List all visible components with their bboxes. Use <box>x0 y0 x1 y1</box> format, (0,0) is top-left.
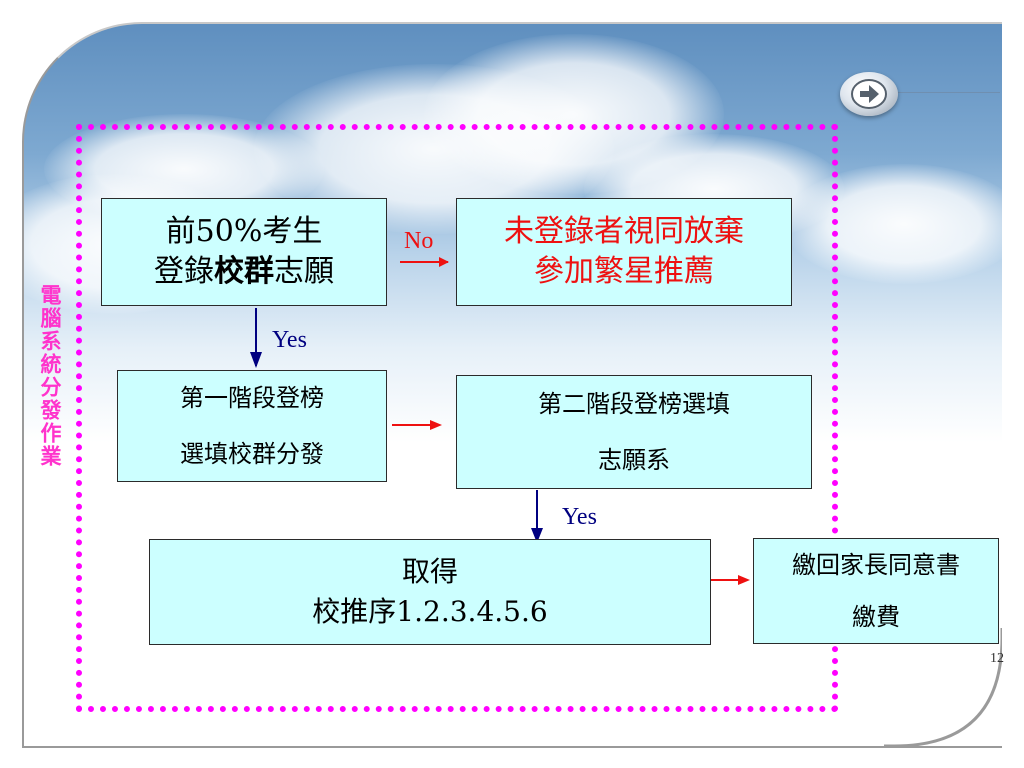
box-line: 繳費 <box>852 603 900 631</box>
box-line: 校推序1.2.3.4.5.6 <box>312 595 548 628</box>
top-50-candidates-box: 前50%考生 登錄校群志願 <box>101 198 387 306</box>
arrow-yes-2-head <box>531 528 543 543</box>
school-rank-box: 取得 校推序1.2.3.4.5.6 <box>149 539 711 645</box>
side-label: 電腦系統分發作業 <box>38 284 63 468</box>
box-line: 選填校群分發 <box>180 440 324 468</box>
arrow-stage1-to-stage2-head <box>430 420 442 430</box>
box-line: 未登錄者視同放棄 <box>504 214 744 249</box>
box-line: 第一階段登榜 <box>180 384 324 412</box>
box-text-bold: 校群 <box>214 254 274 289</box>
stage-2-box: 第二階段登榜選填 志願系 <box>456 375 812 489</box>
box-text: 志願 <box>274 254 334 289</box>
box-line: 第二階段登榜選填 <box>538 390 730 418</box>
label-no: No <box>404 228 434 254</box>
stage-1-box: 第一階段登榜 選填校群分發 <box>117 370 387 482</box>
box-text: 登錄 <box>154 254 214 289</box>
frame-corner <box>884 628 1002 746</box>
box-line: 取得 <box>401 555 458 588</box>
consent-fee-box: 繳回家長同意書 繳費 <box>753 538 999 644</box>
box-line: 前50%考生 <box>165 214 323 249</box>
system-allocation-group <box>76 124 838 712</box>
next-slide-button[interactable] <box>840 72 898 116</box>
box-line: 志願系 <box>598 446 670 474</box>
label-yes-2: Yes <box>562 504 597 530</box>
cloud <box>784 164 1002 284</box>
box-line: 參加繁星推薦 <box>534 254 714 289</box>
page-number: 12 <box>990 651 1004 666</box>
nav-line <box>898 92 1000 93</box>
forfeit-box: 未登錄者視同放棄 參加繁星推薦 <box>456 198 792 306</box>
box-line: 登錄校群志願 <box>154 252 334 292</box>
label-yes-1: Yes <box>272 327 307 353</box>
arrow-right-circle-icon <box>851 79 887 109</box>
box-line: 繳回家長同意書 <box>792 551 960 579</box>
arrow-rank-to-fee-head <box>738 575 750 585</box>
arrow-yes-1-head <box>250 352 262 368</box>
